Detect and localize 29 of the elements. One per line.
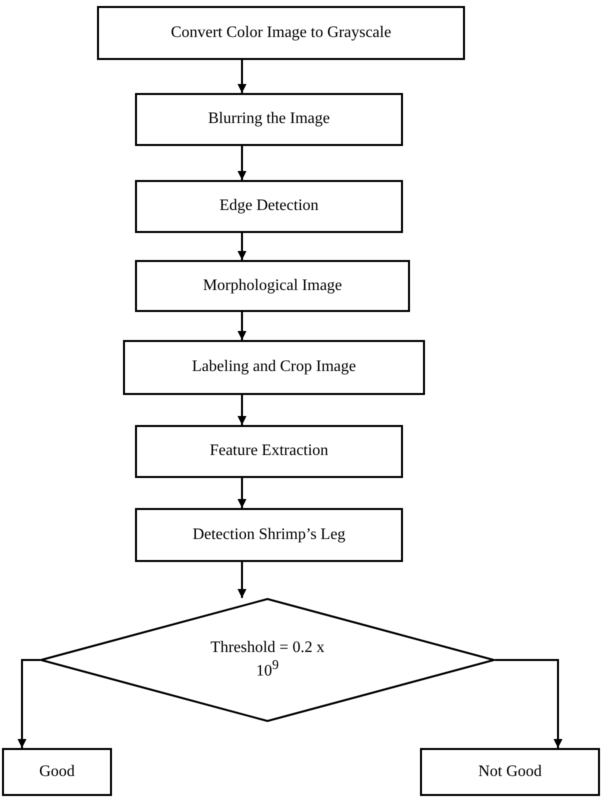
arrow — [18, 659, 40, 748]
step-label: Morphological Image — [202, 276, 342, 296]
arrow — [238, 395, 246, 425]
process-box — [135, 260, 410, 312]
process-box — [135, 93, 403, 146]
arrow — [238, 60, 246, 93]
process-box — [135, 180, 403, 233]
process-box — [2, 748, 112, 796]
process-box — [97, 6, 465, 60]
step-label: Edge Detection — [219, 197, 319, 216]
process-box — [135, 425, 403, 478]
arrow — [238, 233, 246, 260]
process-box — [123, 340, 425, 395]
step-label: Labeling and Crop Image — [192, 358, 356, 377]
step-label: Not Good — [478, 762, 542, 782]
step-label: Blurring the Image — [208, 110, 330, 129]
arrow — [238, 312, 246, 340]
step-label: Threshold = 0.2 x 10$^{9}$ — [210, 638, 326, 682]
arrow — [238, 146, 246, 180]
arrow — [238, 478, 246, 508]
process-box — [135, 508, 403, 562]
process-box — [420, 748, 600, 796]
step-label: Detection Shrimp’s Leg — [192, 526, 346, 544]
step-label: Convert Color Image to Grayscale — [170, 24, 392, 42]
arrow — [238, 562, 246, 598]
arrow — [495, 659, 562, 748]
step-label: Feature Extraction — [210, 442, 328, 461]
decision-diamond — [40, 598, 495, 722]
step-label: Good — [39, 762, 75, 782]
